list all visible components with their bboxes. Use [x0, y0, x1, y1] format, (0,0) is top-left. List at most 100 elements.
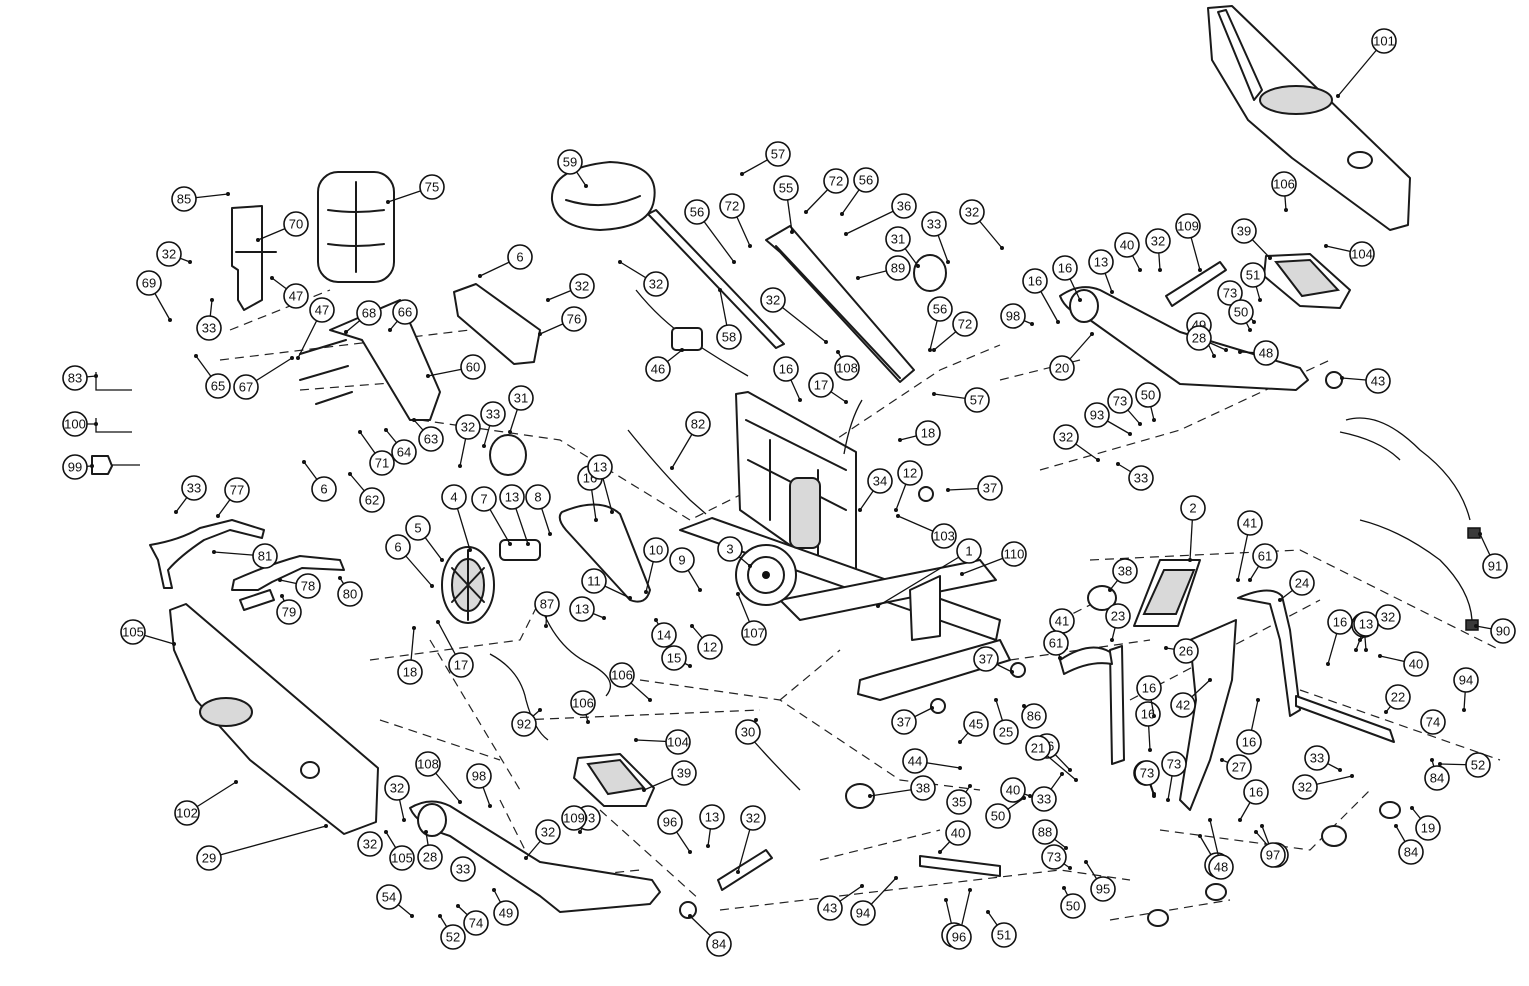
callout-number: 8: [534, 490, 541, 505]
callout-number: 32: [1151, 234, 1165, 249]
callout-number: 105: [122, 625, 144, 640]
callout-number: 16: [1141, 707, 1155, 722]
callout-84-washer: 84: [688, 914, 732, 957]
callout-number: 81: [258, 549, 272, 564]
callout-bubble: [684, 199, 710, 225]
callout-number: 33: [1310, 751, 1324, 766]
callout-31-bushing: 31: [885, 226, 920, 268]
callout-55-seat-rail: 55: [773, 175, 799, 234]
callout-anchor-dot: [1438, 762, 1442, 766]
callout-number: 63: [424, 432, 438, 447]
callout-number: 84: [1430, 771, 1444, 786]
callout-bubble: [1084, 402, 1110, 428]
callout-16-bearing: 16: [1022, 268, 1060, 324]
callout-bubble: [867, 468, 893, 494]
callout-number: 92: [517, 717, 531, 732]
callout-number: 29: [202, 851, 216, 866]
callout-number: 93: [1090, 408, 1104, 423]
callout-bubble: [233, 374, 259, 400]
callout-bubble: [993, 719, 1019, 745]
callout-anchor-dot: [1238, 350, 1242, 354]
callout-bubble: [850, 900, 876, 926]
callout-73-washer: 73: [1107, 388, 1142, 426]
callout-bubble: [359, 487, 385, 513]
callout-9-bracket: 9: [669, 547, 702, 592]
callout-bubble: [1398, 839, 1424, 865]
callout-82-cable: 82: [670, 411, 711, 470]
callout-number: 73: [1113, 394, 1127, 409]
callout-number: 106: [1273, 177, 1295, 192]
callout-anchor-dot: [488, 804, 492, 808]
callout-anchor-dot: [1326, 662, 1330, 666]
callout-16-bearing: 16: [1052, 255, 1082, 302]
callout-104-nut: 104: [1324, 241, 1375, 267]
callout-67-washer: 67: [233, 356, 294, 400]
callout-32-nut: 32: [959, 199, 1004, 250]
callout-32-nut: 32: [524, 819, 561, 860]
callout-bubble: [823, 168, 849, 194]
callout-anchor-dot: [1336, 94, 1340, 98]
callout-number: 32: [1059, 430, 1073, 445]
callout-number: 25: [999, 725, 1013, 740]
callout-number: 43: [823, 901, 837, 916]
callout-anchor-dot: [188, 260, 192, 264]
callout-32-nut: 32: [546, 273, 595, 302]
callout-number: 77: [230, 483, 244, 498]
callout-anchor-dot: [1198, 268, 1202, 272]
callout-bubble: [1135, 382, 1161, 408]
callout-number: 109: [563, 811, 585, 826]
callout-anchor-dot: [1188, 558, 1192, 562]
backrest-bracket-shape: [231, 205, 277, 311]
callout-2-console: 2: [1180, 495, 1206, 562]
callout-10-nut: 10: [643, 537, 669, 594]
callout-12-nut: 12: [894, 460, 923, 512]
callout-bubble: [927, 296, 953, 322]
callout-97-screw: 97: [1260, 824, 1286, 868]
callout-bubble: [1208, 854, 1234, 880]
callout-30-sensor: 30: [735, 718, 761, 745]
callout-63-screw: 63: [412, 418, 444, 452]
callout-bubble: [385, 534, 411, 560]
callout-bubble: [1186, 325, 1212, 351]
callout-anchor-dot: [994, 698, 998, 702]
callout-number: 33: [187, 481, 201, 496]
callout-number: 85: [177, 192, 191, 207]
callout-anchor-dot: [1258, 298, 1262, 302]
callout-bubble: [885, 255, 911, 281]
callout-number: 36: [897, 199, 911, 214]
callout-number: 108: [417, 757, 439, 772]
callout-anchor-dot: [688, 914, 692, 918]
callout-3-flywheel: 3: [717, 536, 752, 568]
pulley-shape: [441, 546, 495, 624]
callout-number: 37: [897, 715, 911, 730]
callout-anchor-dot: [1338, 768, 1342, 772]
callout-anchor-dot: [698, 588, 702, 592]
callout-anchor-dot: [898, 438, 902, 442]
callout-anchor-dot: [836, 350, 840, 354]
callout-8-belt: 8: [525, 484, 552, 536]
tool-shapes: [91, 372, 140, 475]
callout-anchor-dot: [1166, 798, 1170, 802]
callout-77-handlebar: 77: [216, 477, 250, 518]
callout-32-nut: 32: [156, 241, 192, 267]
callout-13-washer: 13: [1353, 611, 1379, 652]
callout-24-pedal-arm: 24: [1278, 570, 1315, 602]
callout-bubble: [283, 283, 309, 309]
callout-number: 72: [958, 317, 972, 332]
callout-bubble: [1453, 667, 1479, 693]
callout-18-screw: 18: [397, 626, 423, 685]
callout-46-sensor: 46: [645, 348, 684, 382]
callout-bubble: [643, 537, 669, 563]
callout-bubble: [376, 884, 402, 910]
callout-anchor-dot: [718, 288, 722, 292]
callout-bubble: [956, 538, 982, 564]
callout-bubble: [136, 270, 162, 296]
callout-anchor-dot: [1252, 320, 1256, 324]
callout-anchor-dot: [94, 422, 98, 426]
callout-number: 87: [540, 597, 554, 612]
shroud-panel-left-shape: [169, 603, 379, 835]
callout-50-bolt: 50: [1060, 886, 1086, 919]
callout-93-bolt: 93: [1084, 402, 1132, 436]
callout-43-end-cap: 43: [1340, 368, 1391, 394]
callout-number: 107: [743, 626, 765, 641]
